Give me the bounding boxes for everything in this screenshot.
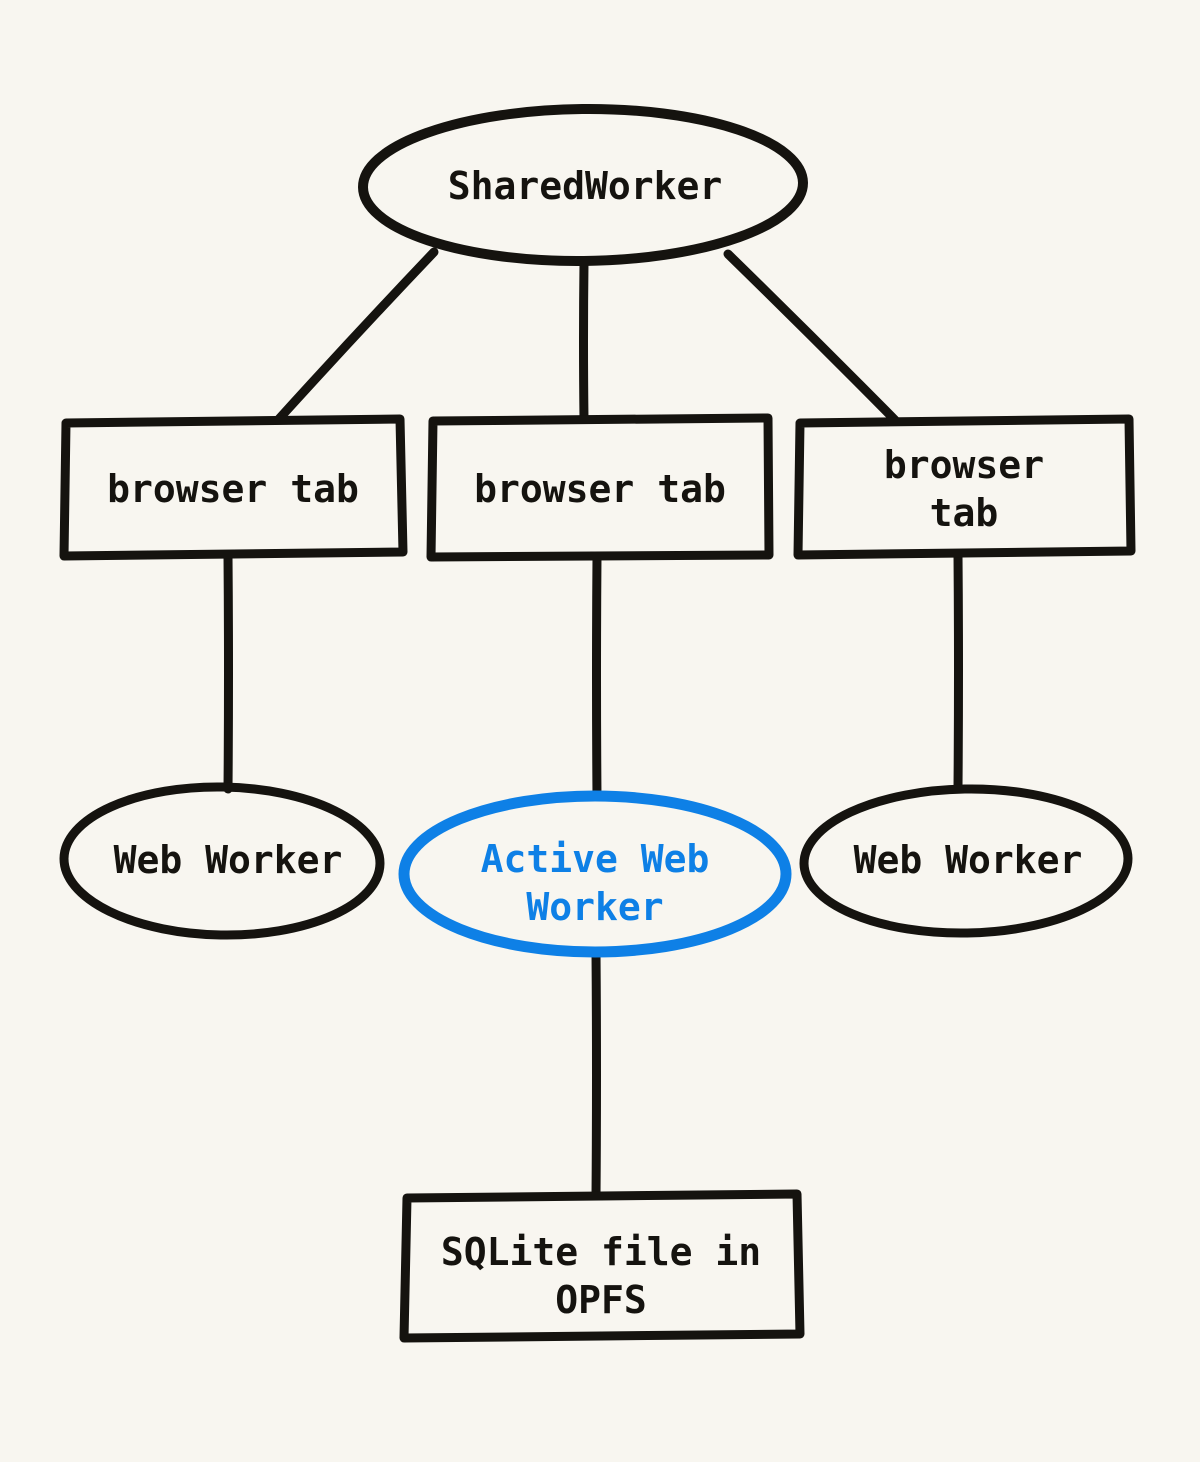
edge-sharedworker-tabright bbox=[723, 249, 900, 425]
edge-tabright-workerright bbox=[953, 550, 963, 792]
node-worker-left-label: Web Worker bbox=[113, 838, 343, 883]
node-tab-middle-shape bbox=[426, 413, 774, 562]
node-storage-shape bbox=[399, 1189, 805, 1343]
node-tab-right-shape bbox=[793, 414, 1136, 560]
node-worker-right-label: Web Worker bbox=[853, 838, 1083, 883]
node-tab-right-label: browser tab bbox=[883, 443, 1067, 535]
node-tab-left-shape bbox=[59, 414, 408, 561]
node-storage-label: SQLite file in OPFS bbox=[440, 1230, 785, 1322]
node-worker-left-shape bbox=[59, 782, 385, 940]
edge-tableft-workerleft bbox=[223, 551, 233, 794]
edge-sharedworker-tableft bbox=[273, 247, 439, 425]
edge-tabmiddle-workeractive bbox=[592, 552, 602, 801]
edge-sharedworker-tabmiddle bbox=[579, 258, 589, 424]
edge-workeractive-storage bbox=[591, 948, 601, 1201]
node-shared-worker-shape bbox=[358, 103, 808, 267]
node-worker-active-shape bbox=[398, 790, 792, 958]
node-worker-right-shape bbox=[799, 784, 1133, 938]
node-shared-worker-label: SharedWorker bbox=[447, 164, 723, 209]
node-tab-middle-label: browser tab bbox=[474, 467, 726, 512]
node-tab-left-label: browser tab bbox=[107, 467, 359, 512]
node-worker-active-label: Active Web Worker bbox=[480, 837, 733, 929]
